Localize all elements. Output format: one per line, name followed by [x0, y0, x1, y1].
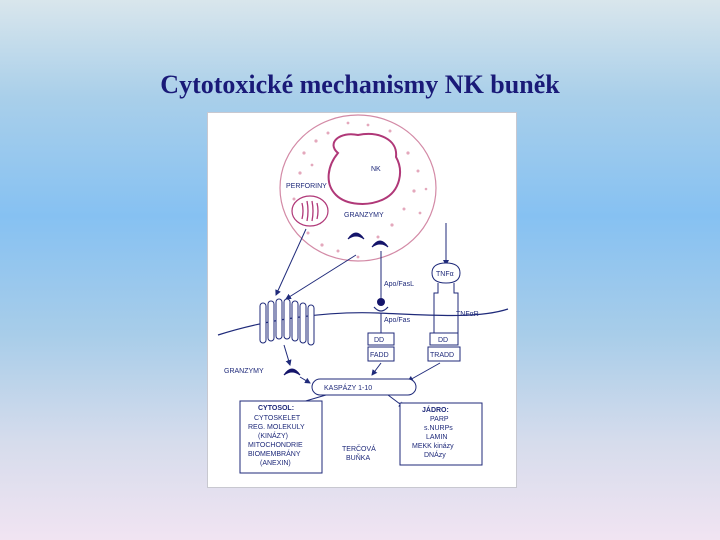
pore-arrow [284, 345, 290, 365]
granzyme-to-caspase-arrow [300, 377, 310, 383]
cytosol-heading: CYTOSOL: [258, 405, 294, 412]
granzymy-bottom-label: GRANZYMY [224, 368, 264, 375]
apo-fasl-label: Apo/FasL [384, 281, 414, 288]
granzyme-bottom-icon [284, 369, 300, 375]
tradd-label: TRADD [430, 352, 454, 359]
perforin-arrow [276, 229, 306, 295]
fadd-label: FADD [370, 352, 389, 359]
tnfar-receptor-top [434, 283, 458, 299]
tercova-label: TERČOVÁ [342, 444, 376, 453]
fas-receptor-cup [374, 307, 388, 311]
cytosol-line: (KINÁZY) [258, 431, 288, 440]
jadro-line: DNÁzy [424, 450, 446, 459]
jadro-line: MEKK kinázy [412, 443, 454, 450]
cytosol-line: (ANEXIN) [260, 460, 291, 467]
tnfar-label: TNFαR [456, 311, 479, 318]
jadro-heading: JÁDRO: [422, 405, 449, 414]
fadd-arrow [372, 363, 381, 375]
nk-label: NK [371, 166, 381, 173]
jadro-line: LAMIN [426, 434, 447, 441]
dd-right-label: DD [438, 337, 448, 344]
perforiny-label: PERFORINY [286, 183, 327, 190]
cytosol-line: CYTOSKELET [254, 415, 301, 422]
granzymy-top-label: GRANZYMY [344, 212, 384, 219]
perforin-vesicle [292, 196, 328, 226]
tradd-arrow [408, 363, 440, 381]
nk-mechanism-figure: NK PERFORINY GRANZYMY Apo/FasL TNFα Apo/… [208, 113, 516, 487]
cytosol-line: MITOCHONDRIE [248, 442, 303, 449]
perforin-pore [260, 299, 314, 345]
kaspazy-label: KASPÁZY 1-10 [324, 383, 372, 392]
dd-left-label: DD [374, 337, 384, 344]
granzyme-arrow [286, 255, 356, 299]
tnfa-label: TNFα [436, 271, 454, 278]
fasl-ball [377, 298, 385, 306]
cytosol-line: BIOMEMBRÁNY [248, 449, 301, 458]
cytosol-line: REG. MOLEKULY [248, 424, 305, 431]
apo-fas-label: Apo/Fas [384, 317, 411, 324]
nk-mechanism-diagram: NK PERFORINY GRANZYMY Apo/FasL TNFα Apo/… [208, 113, 516, 487]
jadro-line: PARP [430, 416, 449, 423]
jadro-line: s.NURPs [424, 425, 453, 432]
bunka-label: BUŇKA [346, 453, 370, 462]
slide-title: Cytotoxické mechanismy NK buněk [0, 70, 720, 100]
